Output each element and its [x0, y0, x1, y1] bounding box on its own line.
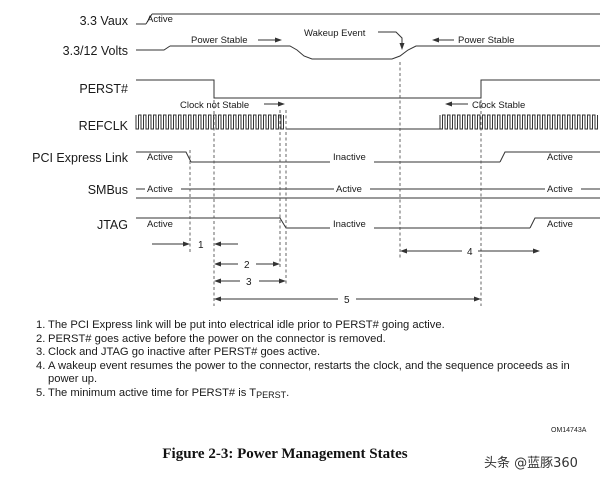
interval-1-label: 1	[198, 240, 204, 251]
state-smbus-active-2: Active	[336, 184, 362, 195]
state-link-active-2: Active	[547, 152, 573, 163]
label-perst: PERST#	[79, 82, 128, 96]
waveform-refclk	[135, 114, 598, 130]
notes-list: 1. The PCI Express link will be put into…	[36, 319, 601, 403]
note-2: 2. PERST# goes active before the power o…	[36, 332, 386, 345]
event-clock-not-stable: Clock not Stable	[180, 100, 249, 111]
event-clock-stable: Clock Stable	[472, 100, 525, 111]
label-smbus: SMBus	[88, 183, 128, 197]
interval-2: 2	[214, 260, 280, 271]
interval-5: 5	[214, 295, 481, 306]
event-power-stable-1: Power Stable	[191, 35, 248, 46]
document-id: OM14743A	[551, 427, 587, 434]
interval-1: 1	[152, 240, 238, 251]
label-jtag: JTAG	[97, 218, 128, 232]
state-smbus-active-3: Active	[547, 184, 573, 195]
note-5-text: The minimum active time for PERST# is TP…	[48, 386, 290, 400]
state-link-active-1: Active	[147, 152, 173, 163]
interval-3: 3	[214, 277, 286, 288]
interval-5-label: 5	[344, 295, 350, 306]
waveform-3v3-12-volts	[136, 45, 600, 60]
waveform-perst	[136, 79, 600, 99]
state-link-inactive: Inactive	[333, 152, 366, 163]
label-refclk: REFCLK	[79, 119, 129, 133]
note-1: 1. The PCI Express link will be put into…	[36, 319, 445, 331]
note-4: 4. A wakeup event resumes the power to t…	[36, 360, 601, 387]
watermark: 头条 @蓝豚360	[484, 456, 578, 471]
interval-4-label: 4	[467, 247, 473, 258]
timing-guides	[189, 62, 482, 306]
figure-caption: Figure 2-3: Power Management States	[162, 446, 408, 462]
state-3v3-vaux-active: Active	[147, 14, 173, 25]
interval-4: 4	[400, 247, 540, 258]
timing-diagram: 3.3 Vaux 3.3/12 Volts PERST# REFCLK PCI …	[32, 13, 600, 306]
note-4-text: A wakeup event resumes the power to the …	[48, 359, 570, 386]
waveform-jtag	[136, 217, 600, 229]
label-3v3-12-volts: 3.3/12 Volts	[63, 44, 128, 58]
state-jtag-inactive: Inactive	[333, 219, 366, 230]
label-3v3-vaux: 3.3 Vaux	[80, 14, 129, 28]
note-1-text: The PCI Express link will be put into el…	[48, 319, 445, 331]
waveform-3v3-vaux	[136, 13, 600, 25]
interval-3-label: 3	[246, 277, 252, 288]
note-3-text: Clock and JTAG go inactive after PERST# …	[48, 346, 321, 359]
note-5-subscript: PERST	[256, 389, 287, 400]
state-jtag-active-2: Active	[547, 219, 573, 230]
interval-2-label: 2	[244, 260, 250, 271]
label-pci-express-link: PCI Express Link	[32, 151, 129, 165]
state-jtag-active-1: Active	[147, 219, 173, 230]
event-power-stable-2: Power Stable	[458, 35, 515, 46]
note-2-text: PERST# goes active before the power on t…	[48, 332, 386, 345]
note-5: 5. The minimum active time for PERST# is…	[36, 387, 601, 403]
event-wakeup: Wakeup Event	[304, 28, 366, 39]
note-3: 3. Clock and JTAG go inactive after PERS…	[36, 346, 321, 359]
state-smbus-active-1: Active	[147, 184, 173, 195]
